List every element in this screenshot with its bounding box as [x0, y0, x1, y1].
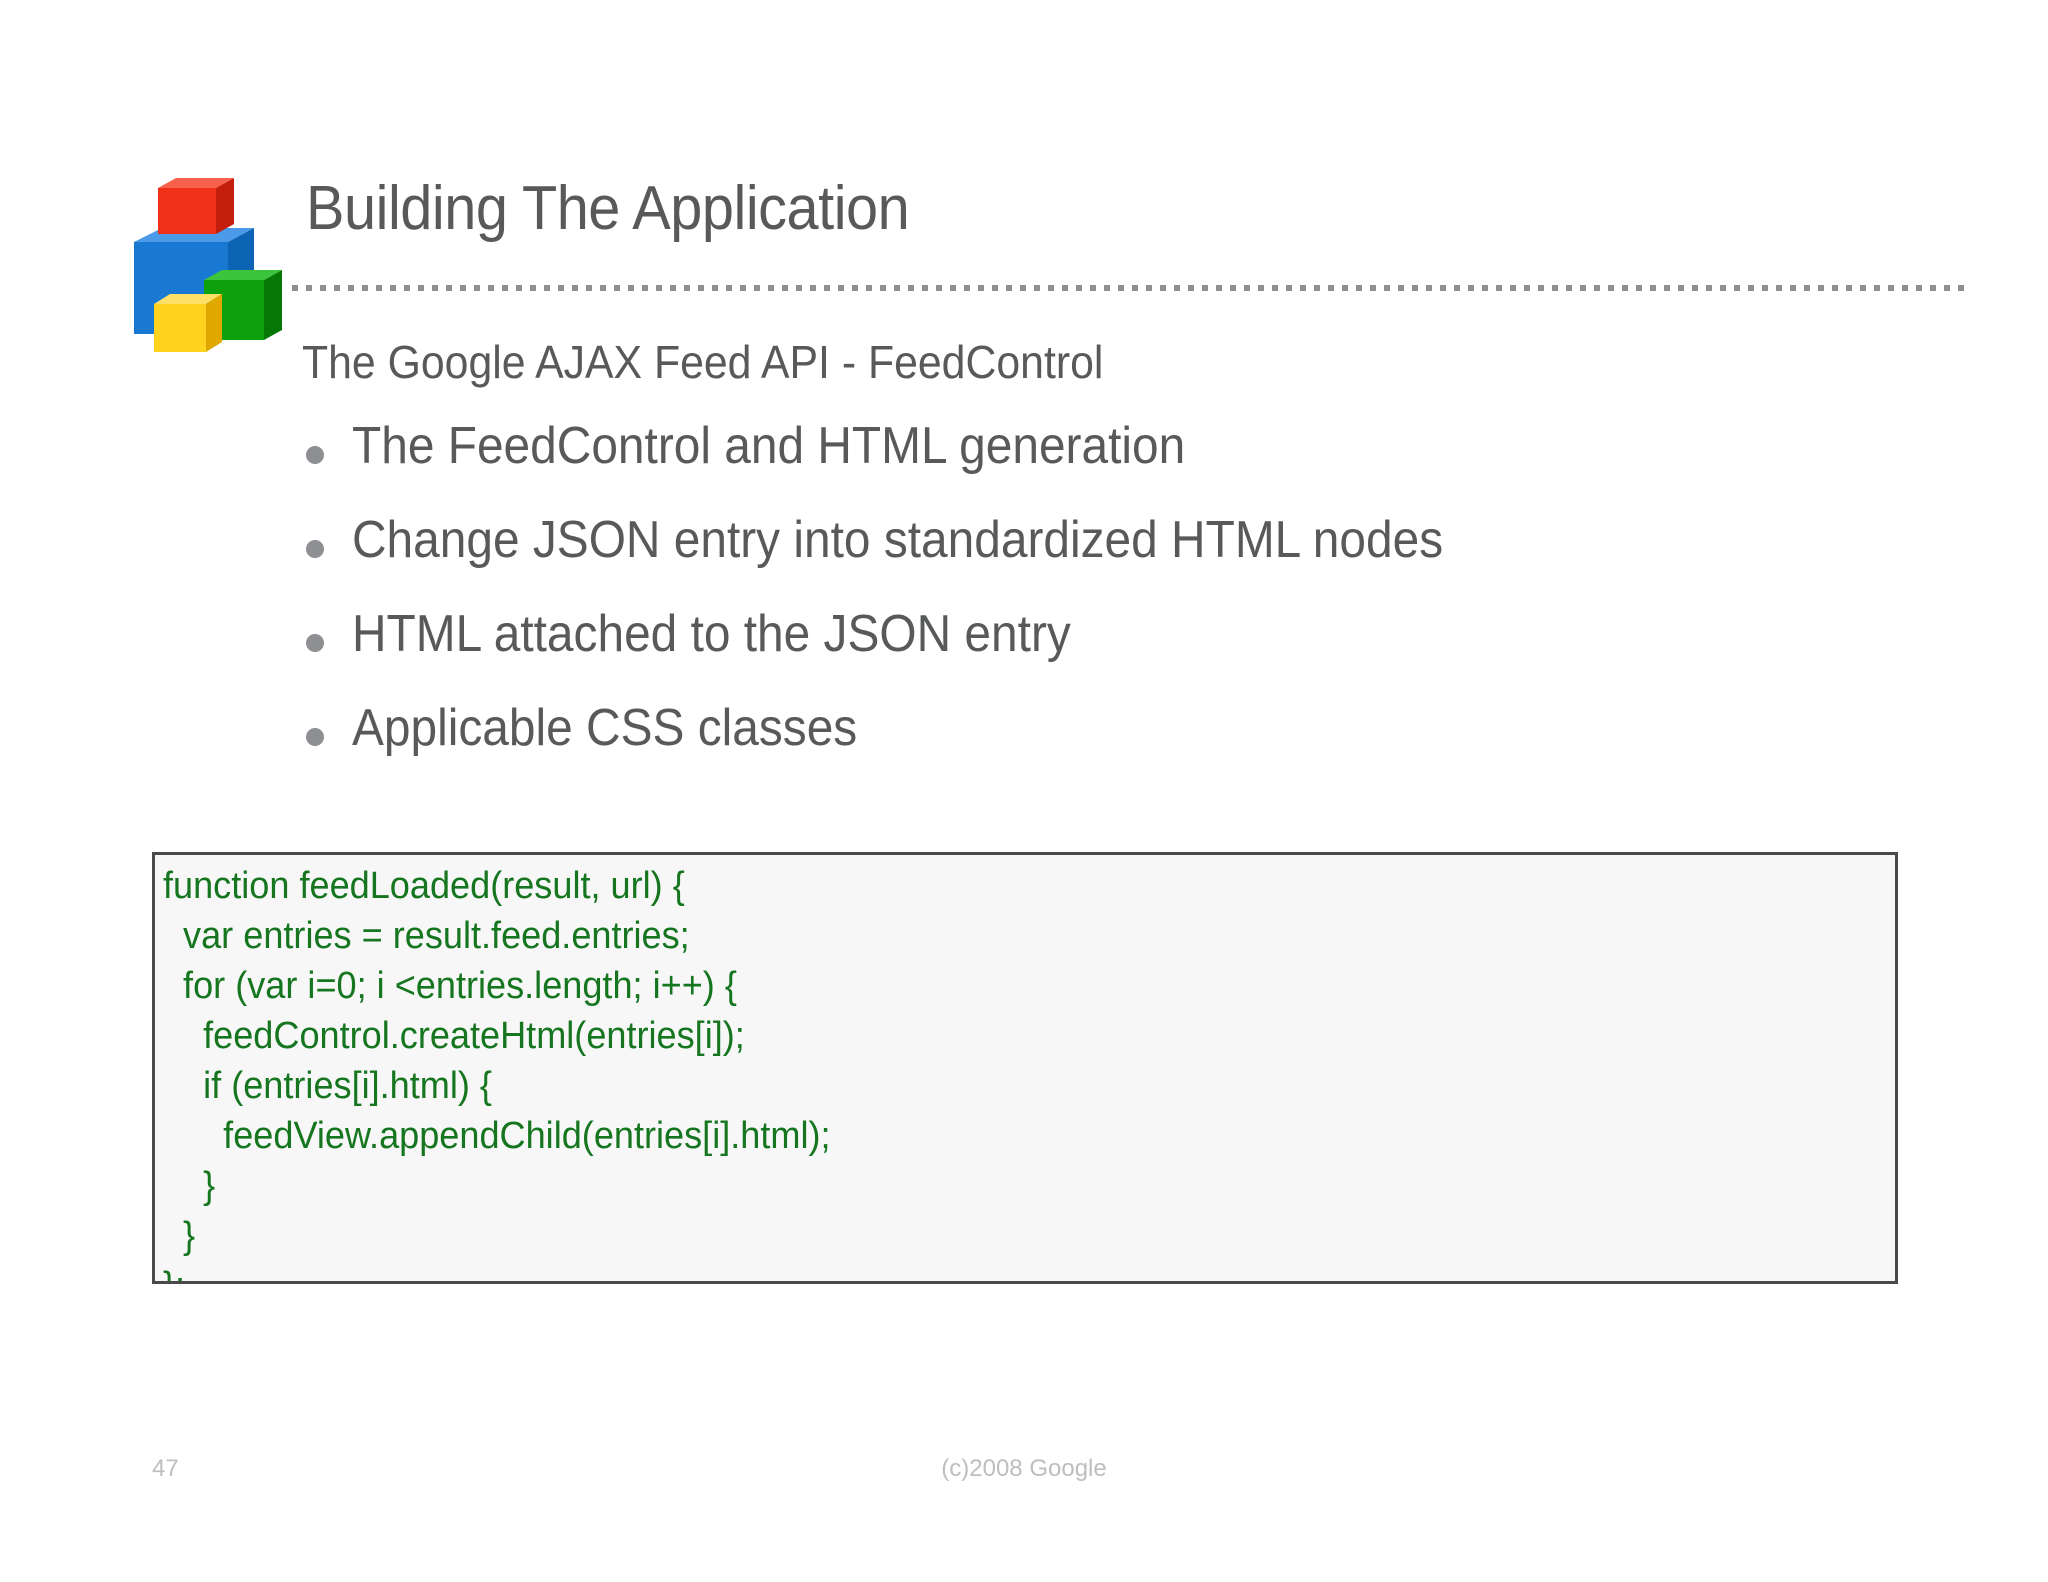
bullet-text: Change JSON entry into standardized HTML…	[352, 511, 1444, 569]
bullet-text: Applicable CSS classes	[352, 699, 858, 757]
header-divider	[292, 285, 1964, 291]
bullet-dot-icon	[306, 446, 324, 464]
code-sample-text: function feedLoaded(result, url) { var e…	[163, 865, 831, 1281]
bullet-text: HTML attached to the JSON entry	[352, 605, 1071, 663]
red-cube-shape	[158, 178, 234, 234]
list-item: The FeedControl and HTML generation	[306, 420, 1906, 514]
page-title: Building The Application	[306, 174, 910, 243]
google-code-blocks-logo	[132, 176, 292, 362]
code-sample-box: function feedLoaded(result, url) { var e…	[152, 852, 1898, 1284]
yellow-cube-shape	[154, 294, 222, 352]
copyright-notice: (c)2008 Google	[941, 1455, 1107, 1482]
bullet-text: The FeedControl and HTML generation	[352, 417, 1186, 475]
bullet-dot-icon	[306, 634, 324, 652]
bullet-list: The FeedControl and HTML generation Chan…	[306, 420, 1906, 796]
slide-subtitle: The Google AJAX Feed API - FeedControl	[302, 336, 1104, 388]
list-item: HTML attached to the JSON entry	[306, 608, 1906, 702]
bullet-dot-icon	[306, 728, 324, 746]
slide-number: 47	[152, 1455, 179, 1482]
list-item: Applicable CSS classes	[306, 702, 1906, 796]
list-item: Change JSON entry into standardized HTML…	[306, 514, 1906, 608]
bullet-dot-icon	[306, 540, 324, 558]
